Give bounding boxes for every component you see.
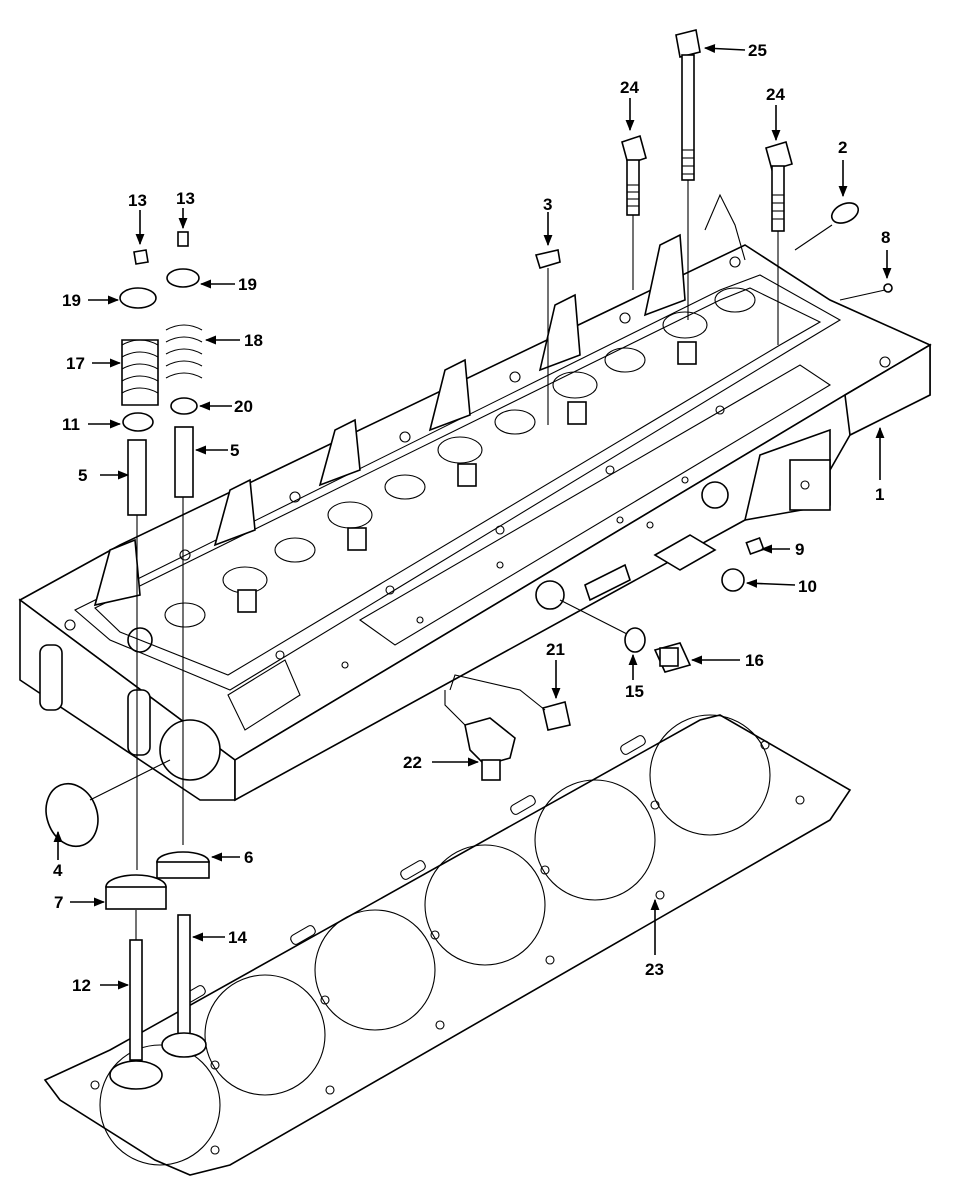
callout-1: 1: [875, 485, 884, 504]
seal-ring-large: [45, 782, 99, 848]
head-gasket: [43, 714, 852, 1176]
callout-22: 22: [403, 753, 422, 772]
callout-20: 20: [234, 397, 253, 416]
callout-25: 25: [748, 41, 767, 60]
callout-13-right: 13: [176, 189, 195, 208]
callout-5-left: 5: [78, 466, 87, 485]
callout-17: 17: [66, 354, 85, 373]
expansion-plug: [830, 202, 860, 224]
callout-2: 2: [838, 138, 847, 157]
callout-19-right: 19: [238, 275, 257, 294]
pipe-plug: [745, 536, 765, 556]
callout-24-left: 24: [620, 78, 639, 97]
callout-6: 6: [244, 848, 253, 867]
callout-labels: 1 2 3 4 5 5 6 7 8 9 10 11 12 13 13 14 15…: [53, 41, 890, 995]
callout-16: 16: [745, 651, 764, 670]
head-bolt-left: [621, 134, 647, 216]
callout-10: 10: [798, 577, 817, 596]
callout-3: 3: [543, 195, 552, 214]
head-bolt-long: [675, 29, 701, 181]
sleeve: [542, 701, 571, 731]
ball-plug: [883, 283, 893, 293]
valve-train-right: [156, 231, 210, 1058]
callout-13-left: 13: [128, 191, 147, 210]
callout-5-right: 5: [230, 441, 239, 460]
seal-ring: [624, 627, 646, 653]
callout-14: 14: [228, 928, 247, 947]
callout-21: 21: [546, 640, 565, 659]
callout-15: 15: [625, 682, 644, 701]
callout-12: 12: [72, 976, 91, 995]
callout-23: 23: [645, 960, 664, 979]
cup-plug-side: [721, 568, 745, 592]
callout-11: 11: [62, 415, 80, 434]
cup-plug: [534, 249, 561, 269]
callout-9: 9: [795, 540, 804, 559]
callout-19-left: 19: [62, 291, 81, 310]
valve-train-left: [105, 249, 167, 1090]
callout-leaders: [53, 44, 892, 990]
callout-18: 18: [244, 331, 263, 350]
plug-fitting: [653, 642, 692, 673]
callout-24-right: 24: [766, 85, 785, 104]
head-bolt-right: [765, 140, 793, 232]
elbow-fitting: [464, 717, 516, 781]
cylinder-head: [18, 233, 932, 802]
callout-7: 7: [54, 893, 63, 912]
callout-8: 8: [881, 228, 890, 247]
callout-4: 4: [53, 861, 63, 880]
